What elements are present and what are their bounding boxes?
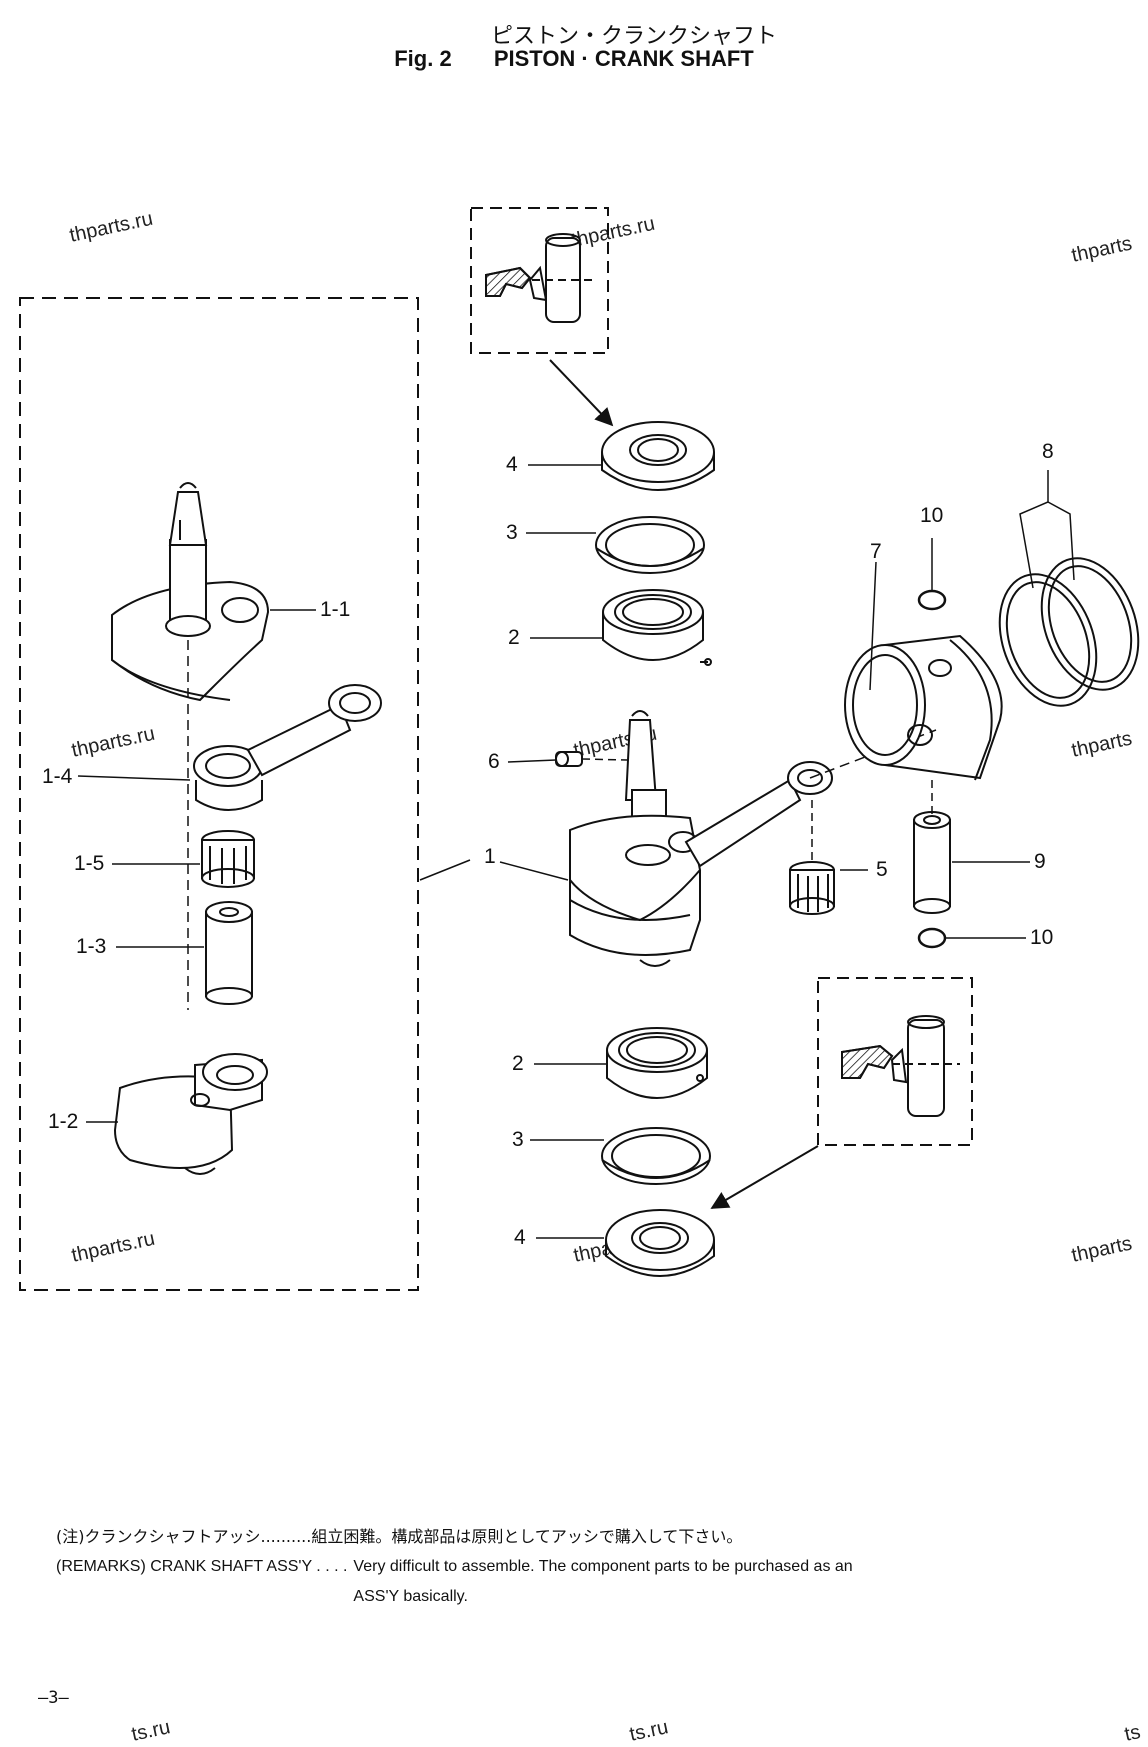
- key-drawing: [555, 751, 629, 767]
- remarks-row: (REMARKS) CRANK SHAFT ASS'Y . . . . Very…: [56, 1552, 1116, 1612]
- figure-number: Fig. 2: [394, 46, 452, 71]
- title-japanese: ピストン・クランクシャフト: [490, 24, 777, 49]
- leader-lines: [77, 464, 1075, 1239]
- part-label-4-top: 4: [506, 453, 518, 476]
- title-english: Fig. 2 PISTON · CRANK SHAFT: [0, 46, 1148, 72]
- oil-seal-detail-box-top: [470, 207, 609, 354]
- piston-drawing: [844, 634, 1003, 781]
- oil-seal-top-drawing: [601, 421, 715, 491]
- part-label-4-bottom: 4: [514, 1226, 526, 1249]
- part-label-3-top: 3: [506, 521, 518, 544]
- part-label-5: 5: [876, 858, 888, 881]
- assembly-dashed-box: [19, 297, 419, 1291]
- crank-pin-drawing: [205, 901, 253, 1005]
- remarks-text-line2: ASS'Y basically.: [353, 1588, 468, 1605]
- oil-seal-detail-box-bottom: [817, 977, 973, 1146]
- washer-bottom-drawing: [601, 1127, 711, 1185]
- part-label-1: 1: [484, 845, 496, 868]
- crank-weight-upper-drawing: [111, 482, 270, 1010]
- page-number: —3—: [38, 1688, 69, 1708]
- part-label-9: 9: [1034, 850, 1046, 873]
- note-japanese: (注)クランクシャフトアッシ..........組立困難。構成部品は原則としてア…: [56, 1527, 743, 1546]
- crank-weight-lower-drawing: [113, 1053, 268, 1175]
- oil-seal-bottom-drawing: [605, 1209, 715, 1277]
- part-label-10-top: 10: [920, 504, 944, 527]
- notes-block: (注)クランクシャフトアッシ..........組立困難。構成部品は原則としてア…: [56, 1522, 1116, 1612]
- bearing-top-drawing: [602, 589, 712, 666]
- bearing-bottom-drawing: [606, 1027, 708, 1099]
- piston-pin-drawing: [913, 780, 951, 914]
- crankshaft-assy-drawing: [569, 710, 937, 967]
- needle-bearing-assy-drawing: [201, 830, 255, 888]
- remarks-label: (REMARKS) CRANK SHAFT ASS'Y . . . .: [56, 1558, 348, 1575]
- part-label-2-bottom: 2: [512, 1052, 524, 1075]
- part-label-1-2: 1-2: [48, 1110, 79, 1133]
- clip-top-drawing: [917, 589, 947, 611]
- part-label-8: 8: [1042, 440, 1054, 463]
- part-label-1-1: 1-1: [320, 598, 351, 621]
- remarks-text: Very difficult to assemble. The componen…: [353, 1552, 852, 1612]
- part-label-6: 6: [488, 750, 500, 773]
- part-label-2-top: 2: [508, 626, 520, 649]
- part-label-10-bottom: 10: [1030, 926, 1054, 949]
- part-label-1-4: 1-4: [42, 765, 73, 788]
- part-label-1-3: 1-3: [76, 935, 107, 958]
- conrod-drawing: [193, 684, 382, 811]
- clip-bottom-drawing: [917, 927, 947, 949]
- washer-top-drawing: [595, 516, 705, 574]
- part-label-7: 7: [870, 540, 882, 563]
- part-label-3-bottom: 3: [512, 1128, 524, 1151]
- part-label-1-5: 1-5: [74, 852, 105, 875]
- needle-bearing-drawing: [789, 800, 835, 915]
- piston-ring-drawing: [998, 557, 1140, 707]
- remarks-text-line1: Very difficult to assemble. The componen…: [353, 1558, 853, 1575]
- figure-title: PISTON · CRANK SHAFT: [493, 46, 754, 71]
